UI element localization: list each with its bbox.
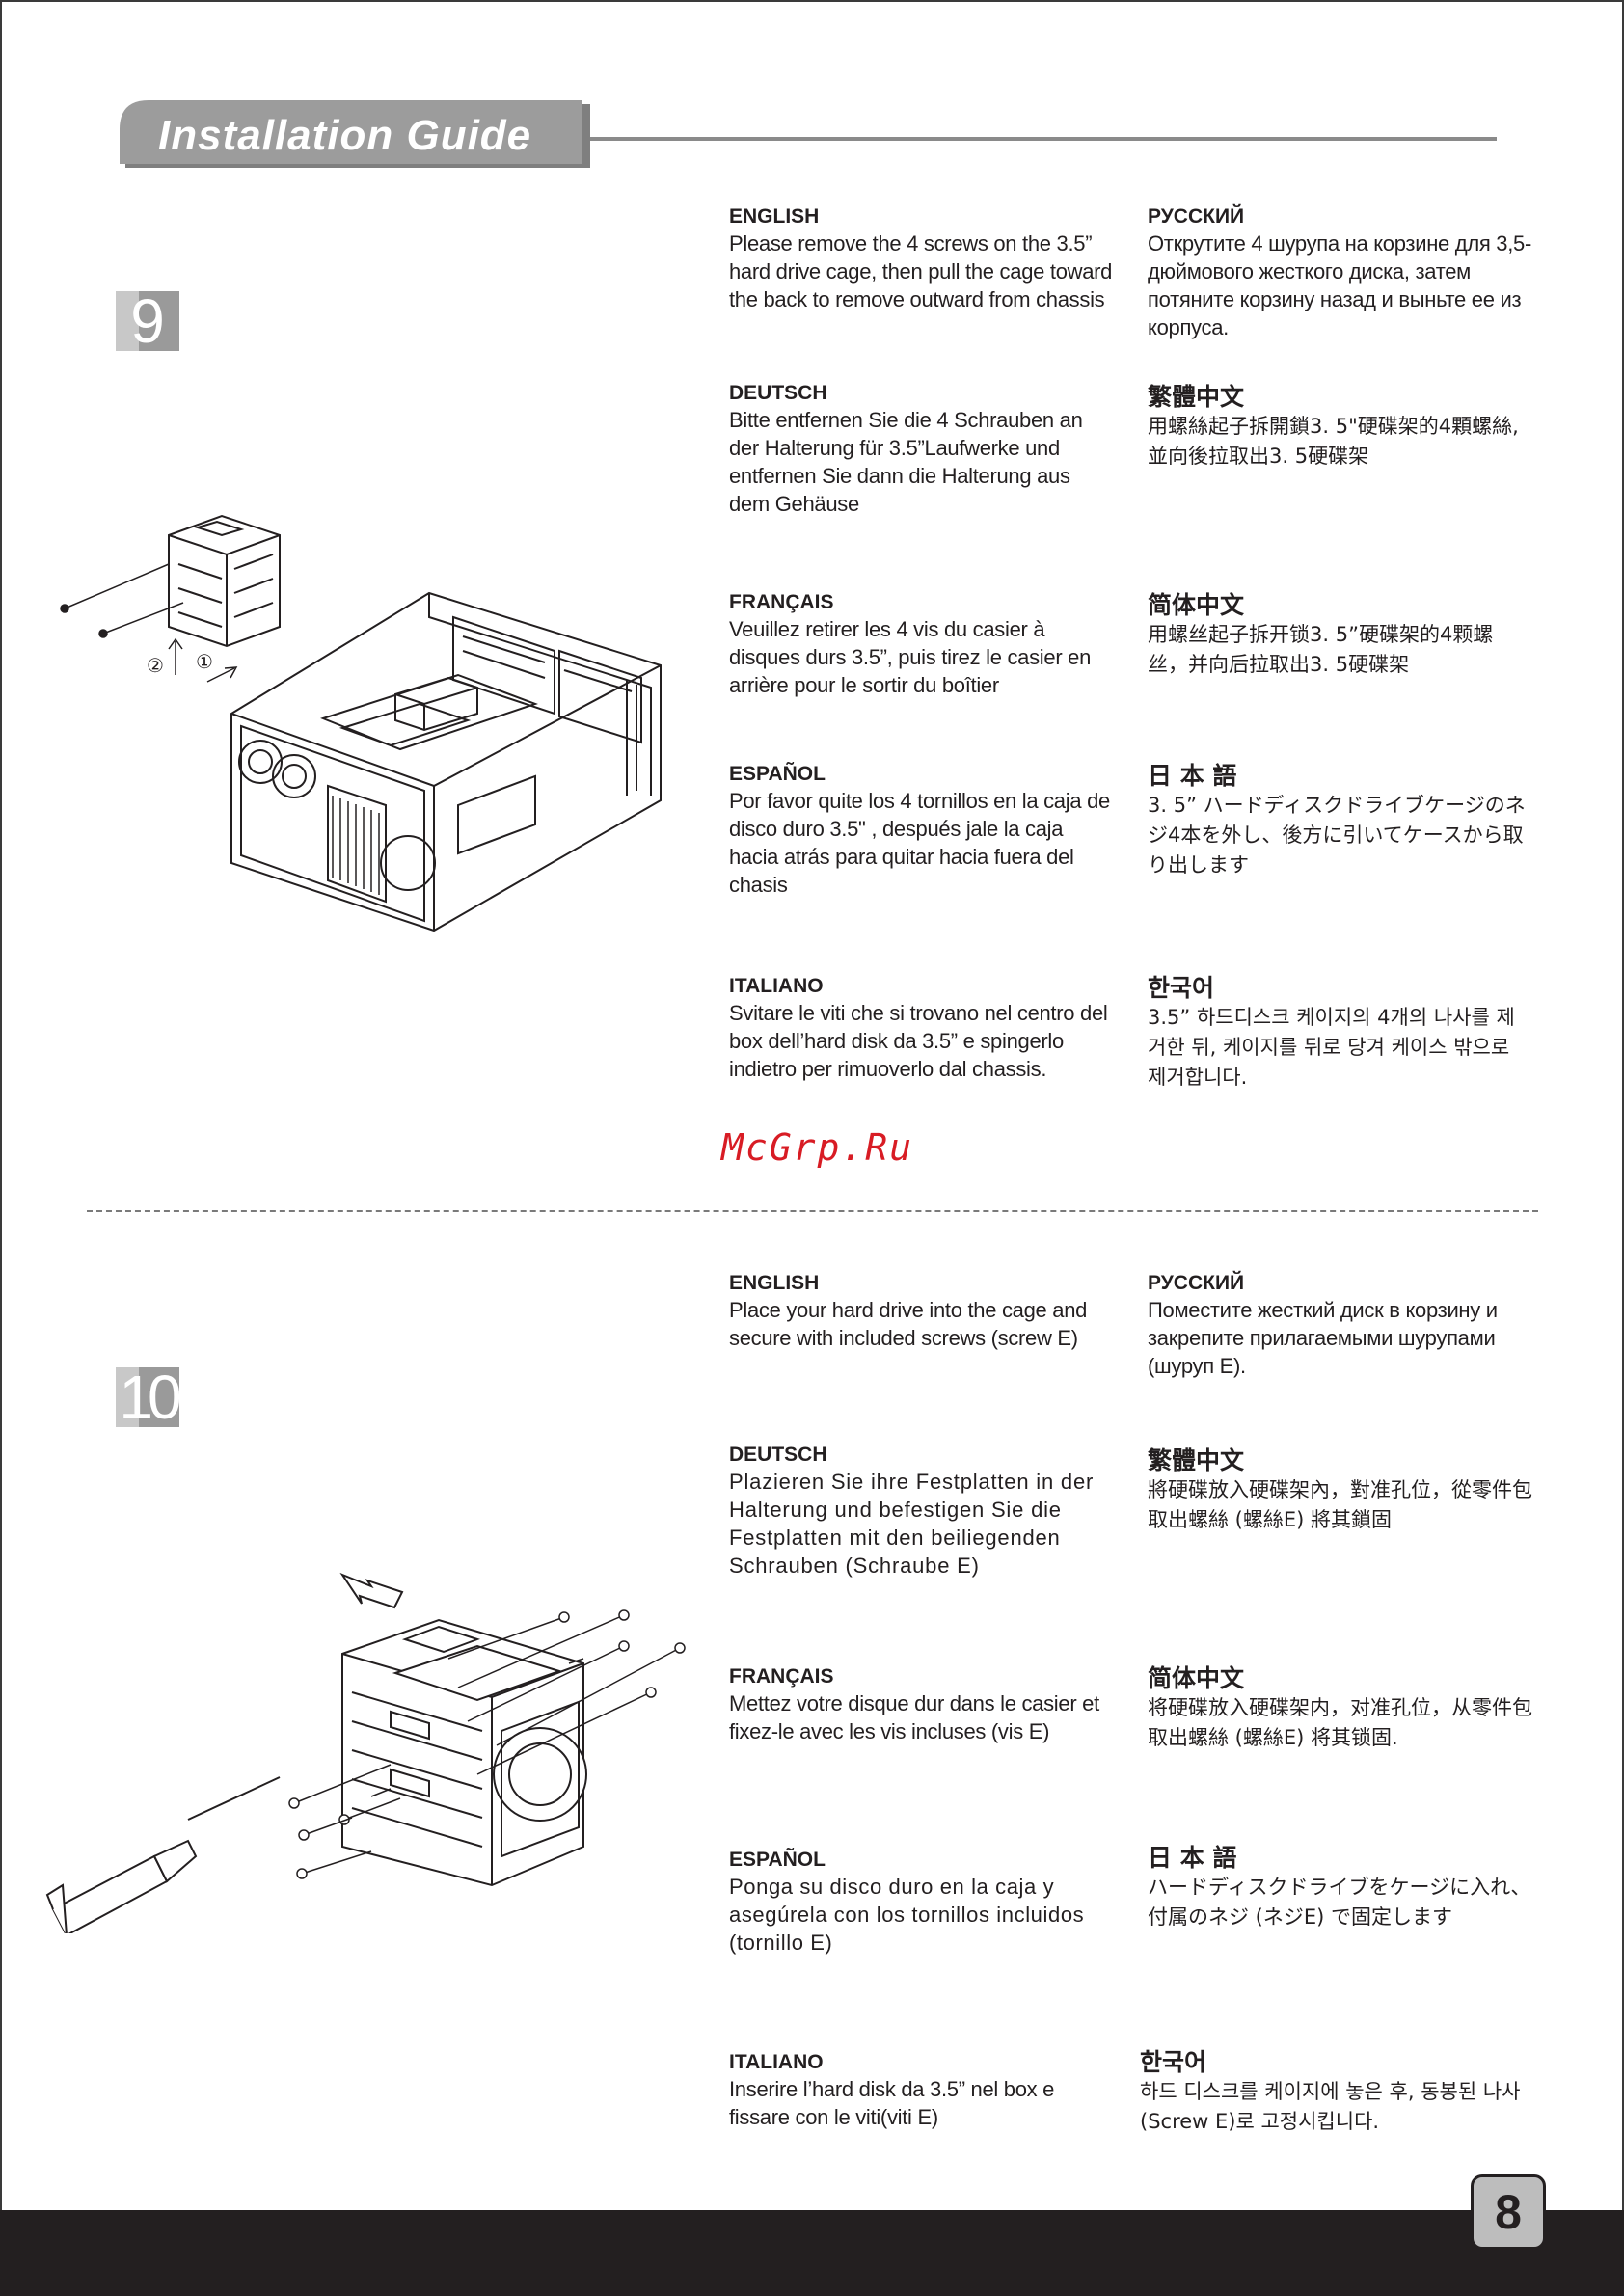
step9-italiano: ITALIANO Svitare le viti che si trovano … [729,975,1108,1081]
step10-english: ENGLISH Place your hard drive into the c… [729,1272,1088,1350]
step9-russian: РУССКИЙ Открутите 4 шурупа на корзине дл… [1148,205,1532,339]
step10-traditional-chinese: 繁體中文 將硬碟放入硬碟架內，對准孔位，從零件包取出螺絲 (螺絲E) 將其鎖固 [1148,1446,1532,1531]
page-number: 8 [1471,2174,1546,2250]
step10-simplified-chinese: 简体中文 将硬碟放入硬碟架内，对准孔位，从零件包取出螺絲 (螺絲E) 将其锁固. [1148,1664,1532,1749]
step10-espanol: ESPAÑOL Ponga su disco duro en la caja y… [729,1849,1085,1955]
callout-2: ② [147,654,164,677]
step9-illustration: ② ① [60,514,662,932]
callout-1: ① [196,650,213,673]
step10-francais: FRANÇAIS Mettez votre disque dur dans le… [729,1665,1099,1743]
step10-korean: 한국어 하드 디스크를 케이지에 놓은 후, 동봉된 나사(Screw E)로 … [1140,2048,1521,2133]
step9-deutsch: DEUTSCH Bitte entfernen Sie die 4 Schrau… [729,382,1083,516]
step10-russian: РУССКИЙ Поместите жесткий диск в корзину… [1148,1272,1498,1378]
step-number-10: 10 [116,1366,182,1428]
header-tab: Installation Guide [120,100,590,172]
insert-arrow-icon [339,1572,404,1609]
step9-simplified-chinese: 简体中文 用螺丝起子拆开锁3. 5”硬碟架的4颗螺丝，并向后拉取出3. 5硬碟架 [1148,591,1494,676]
step9-espanol: ESPAÑOL Por favor quite los 4 tornillos … [729,763,1110,897]
step9-english: ENGLISH Please remove the 4 screws on th… [729,205,1113,311]
step10-italiano: ITALIANO Inserire l’hard disk da 3.5” ne… [729,2051,1055,2129]
screwdriver-icon [45,1776,281,1933]
step9-francais: FRANÇAIS Veuillez retirer les 4 vis du c… [729,591,1092,697]
step-number-9: 9 [116,290,179,352]
step9-korean: 한국어 3.5” 하드디스크 케이지의 4개의 나사를 제거한 뒤, 케이지를 … [1148,974,1515,1089]
step10-japanese: 日 本 語 ハードディスクドライブをケージに入れ、付属のネジ (ネジE) で固定… [1148,1844,1531,1929]
page-title: Installation Guide [158,112,532,159]
step9-traditional-chinese: 繁體中文 用螺絲起子拆開鎖3. 5"硬碟架的4顆螺絲, 並向後拉取出3. 5硬碟… [1148,383,1519,468]
step10-illustration [45,1572,686,1933]
step10-deutsch: DEUTSCH Plazieren Sie ihre Festplatten i… [729,1444,1095,1578]
header-tab-shape [120,100,590,168]
footer-bar [0,2210,1624,2296]
section-divider [87,1210,1538,1212]
step9-japanese: 日 本 語 3. 5” ハードディスクドライブケージのネジ4本を外し、後方に引い… [1148,762,1526,877]
watermark: McGrp.Ru [721,1126,914,1169]
header-rule [590,137,1497,141]
